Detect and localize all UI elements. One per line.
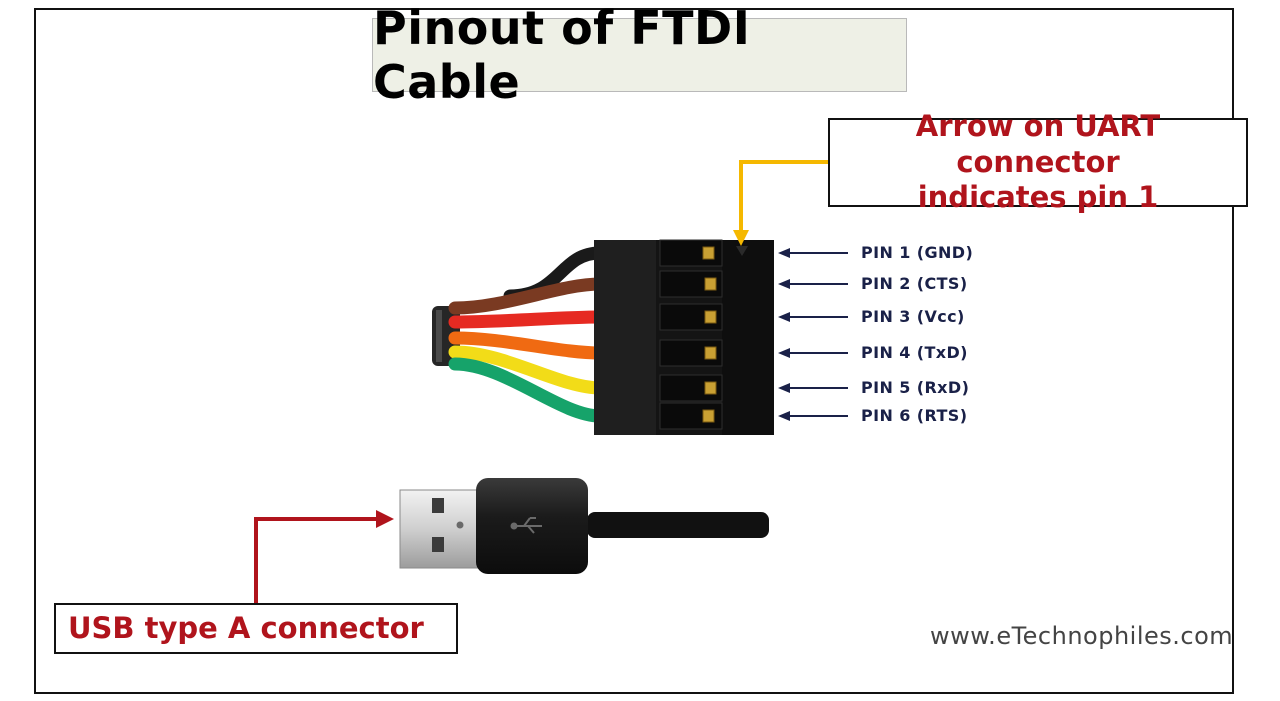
pin-arrows [778, 248, 848, 421]
wire [448, 277, 607, 315]
wire [448, 345, 607, 395]
pin-label: PIN 2 (CTS) [861, 274, 968, 293]
pin-label: PIN 4 (TxD) [861, 343, 968, 362]
website-watermark: www.eTechnophiles.com [930, 622, 1234, 650]
uart-pin1-callout: Arrow on UART connector indicates pin 1 [828, 109, 1248, 214]
pin1-marker-arrow [736, 246, 748, 256]
usb-cable [587, 512, 769, 538]
uart-connector [594, 239, 774, 435]
pin-arrow [778, 411, 848, 421]
wire [448, 357, 607, 423]
pin-arrow [778, 383, 848, 393]
gold-contact [702, 409, 715, 423]
usb-symbol-icon [510, 517, 542, 534]
pin-contacts [659, 239, 723, 430]
usb-plug [399, 478, 769, 574]
pin-label: PIN 6 (RTS) [861, 406, 968, 425]
pin-label: PIN 5 (RxD) [861, 378, 970, 397]
diagram-frame [34, 8, 1234, 694]
wires [448, 246, 607, 423]
uart-callout-line2: indicates pin 1 [917, 180, 1159, 215]
pin-arrow [778, 279, 848, 289]
gold-contact [704, 346, 717, 360]
pin-label: PIN 3 (Vcc) [861, 307, 965, 326]
wire [448, 310, 607, 329]
gold-contact [704, 277, 717, 291]
gold-contact [704, 310, 717, 324]
gold-contact [702, 246, 715, 260]
gold-contact [704, 381, 717, 395]
pin-arrow [778, 348, 848, 358]
wire [448, 331, 607, 360]
pin-arrow [778, 248, 848, 258]
page-title: Pinout of FTDI Cable [372, 1, 907, 109]
usb-connector-callout: USB type A connector [54, 603, 458, 654]
pin-label: PIN 1 (GND) [861, 243, 974, 262]
usb-callout-arrow [254, 510, 394, 603]
pin-arrow [778, 312, 848, 322]
uart-callout-arrow [733, 160, 828, 246]
uart-callout-line1: Arrow on UART connector [915, 109, 1161, 179]
